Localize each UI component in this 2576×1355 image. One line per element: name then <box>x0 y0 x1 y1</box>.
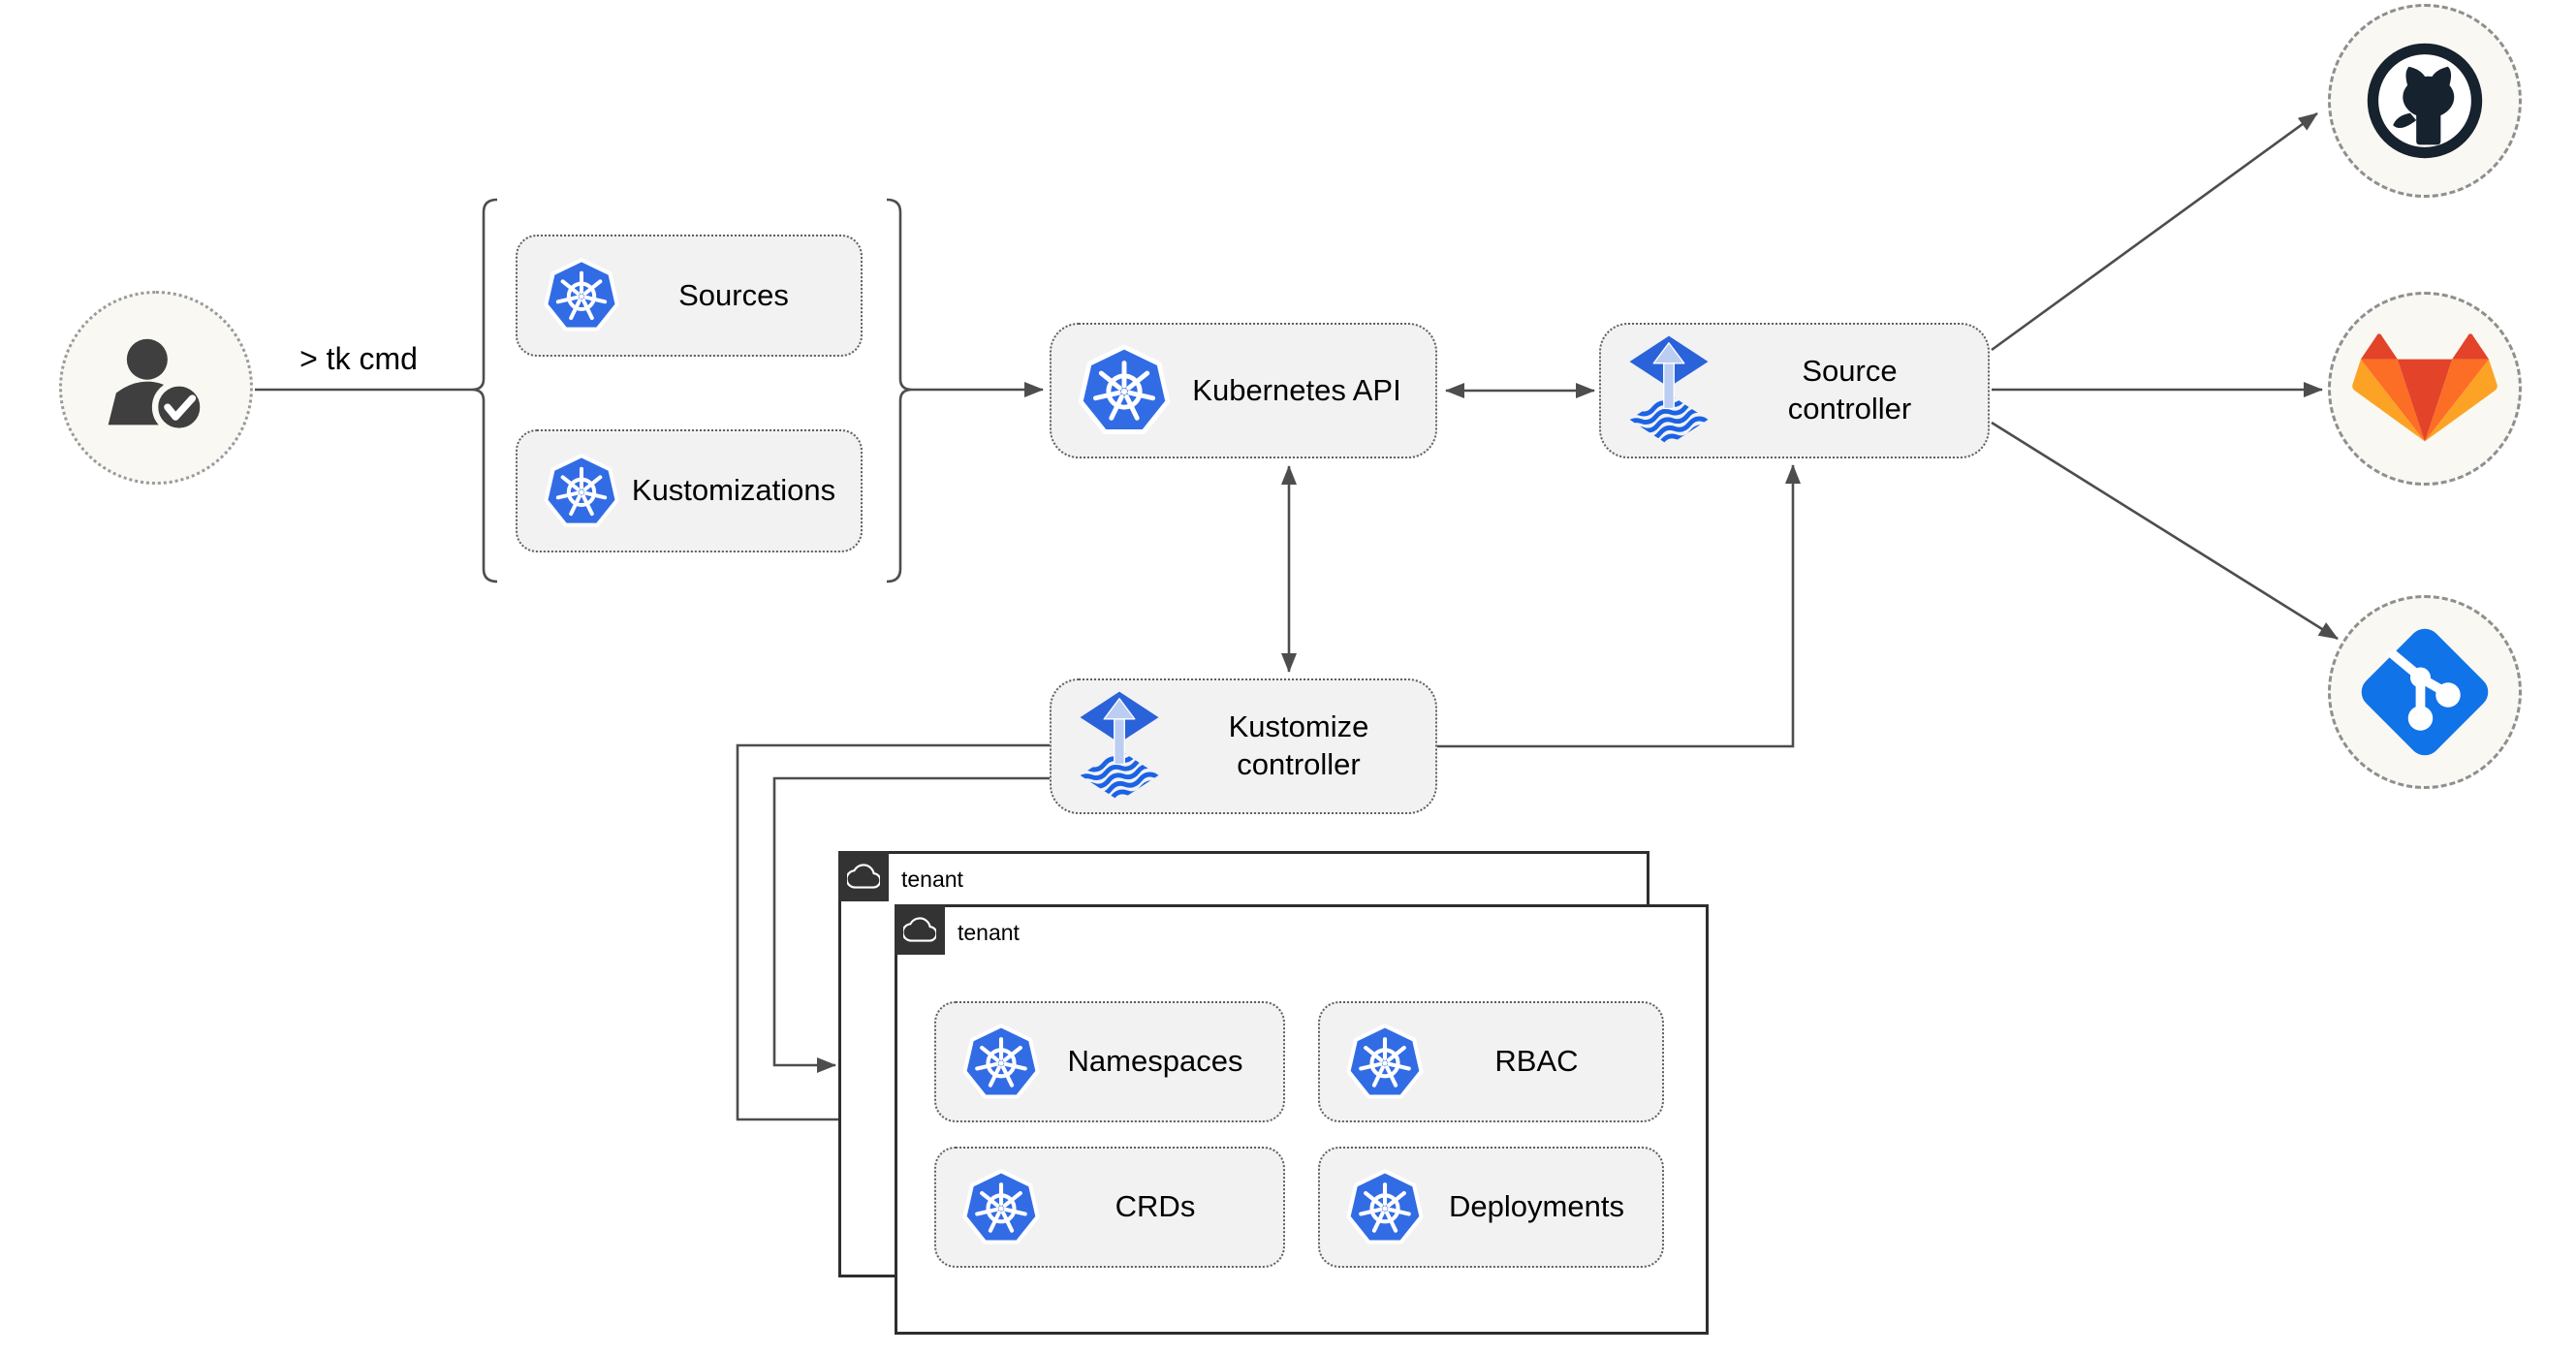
edge-source-to-git <box>1991 421 2339 641</box>
github-provider-circle <box>2328 4 2522 198</box>
kustomize-controller-box: Kustomize controller <box>1050 678 1437 814</box>
edge-source-to-github <box>1991 111 2318 352</box>
deployments-box: Deployments <box>1318 1147 1664 1268</box>
sources-label: Sources <box>678 277 789 312</box>
kubernetes-api-box: Kubernetes API <box>1050 323 1437 458</box>
github-icon <box>2364 40 2486 162</box>
crds-label: CRDs <box>1115 1189 1196 1224</box>
tenant-tab <box>895 904 945 955</box>
user-avatar <box>59 291 253 485</box>
rbac-box: RBAC <box>1318 1001 1664 1122</box>
source-controller-box: Source controller <box>1599 323 1990 458</box>
cli-command-label: > tk cmd <box>299 341 418 376</box>
kubernetes-api-label: Kubernetes API <box>1192 372 1401 407</box>
edge-kustomize-to-front-tenant <box>736 743 1050 1127</box>
kubernetes-icon <box>961 1022 1041 1103</box>
source-controller-label: Source controller <box>1787 354 1912 425</box>
git-provider-circle <box>2328 595 2522 789</box>
gitlab-provider-circle <box>2328 292 2522 486</box>
edge-kustomize-to-back-tenant <box>772 776 1050 1073</box>
git-icon <box>2352 619 2497 765</box>
tenant-label: tenant <box>958 920 1020 945</box>
gitlab-icon <box>2352 333 2497 444</box>
kustomize-controller-label: Kustomize controller <box>1228 709 1369 781</box>
kubernetes-icon <box>1077 342 1172 439</box>
left-brace <box>471 198 498 583</box>
flux-icon <box>1626 333 1712 448</box>
kubernetes-icon <box>543 452 620 531</box>
kustomizations-label: Kustomizations <box>631 473 836 508</box>
crds-box: CRDs <box>934 1147 1285 1268</box>
person-check-icon <box>94 326 218 450</box>
edge-kustomize-to-source-controller <box>1437 464 1801 748</box>
right-brace <box>886 198 913 583</box>
tenant-tab <box>838 851 889 901</box>
cloud-icon <box>847 864 880 889</box>
deployments-label: Deployments <box>1449 1189 1624 1224</box>
rbac-label: RBAC <box>1494 1044 1579 1079</box>
namespaces-box: Namespaces <box>934 1001 1285 1122</box>
kustomizations-box: Kustomizations <box>516 429 863 552</box>
kubernetes-icon <box>1345 1022 1425 1103</box>
cloud-icon <box>903 917 936 942</box>
kubernetes-icon <box>1345 1167 1425 1248</box>
sources-box: Sources <box>516 235 863 357</box>
namespaces-label: Namespaces <box>1067 1044 1243 1079</box>
flux-icon <box>1077 689 1162 804</box>
tenant-container-front: tenant Namespaces RBAC CRDs Deployments <box>895 904 1709 1335</box>
kubernetes-icon <box>543 256 620 335</box>
tenant-label: tenant <box>901 867 963 892</box>
kubernetes-icon <box>961 1167 1041 1248</box>
